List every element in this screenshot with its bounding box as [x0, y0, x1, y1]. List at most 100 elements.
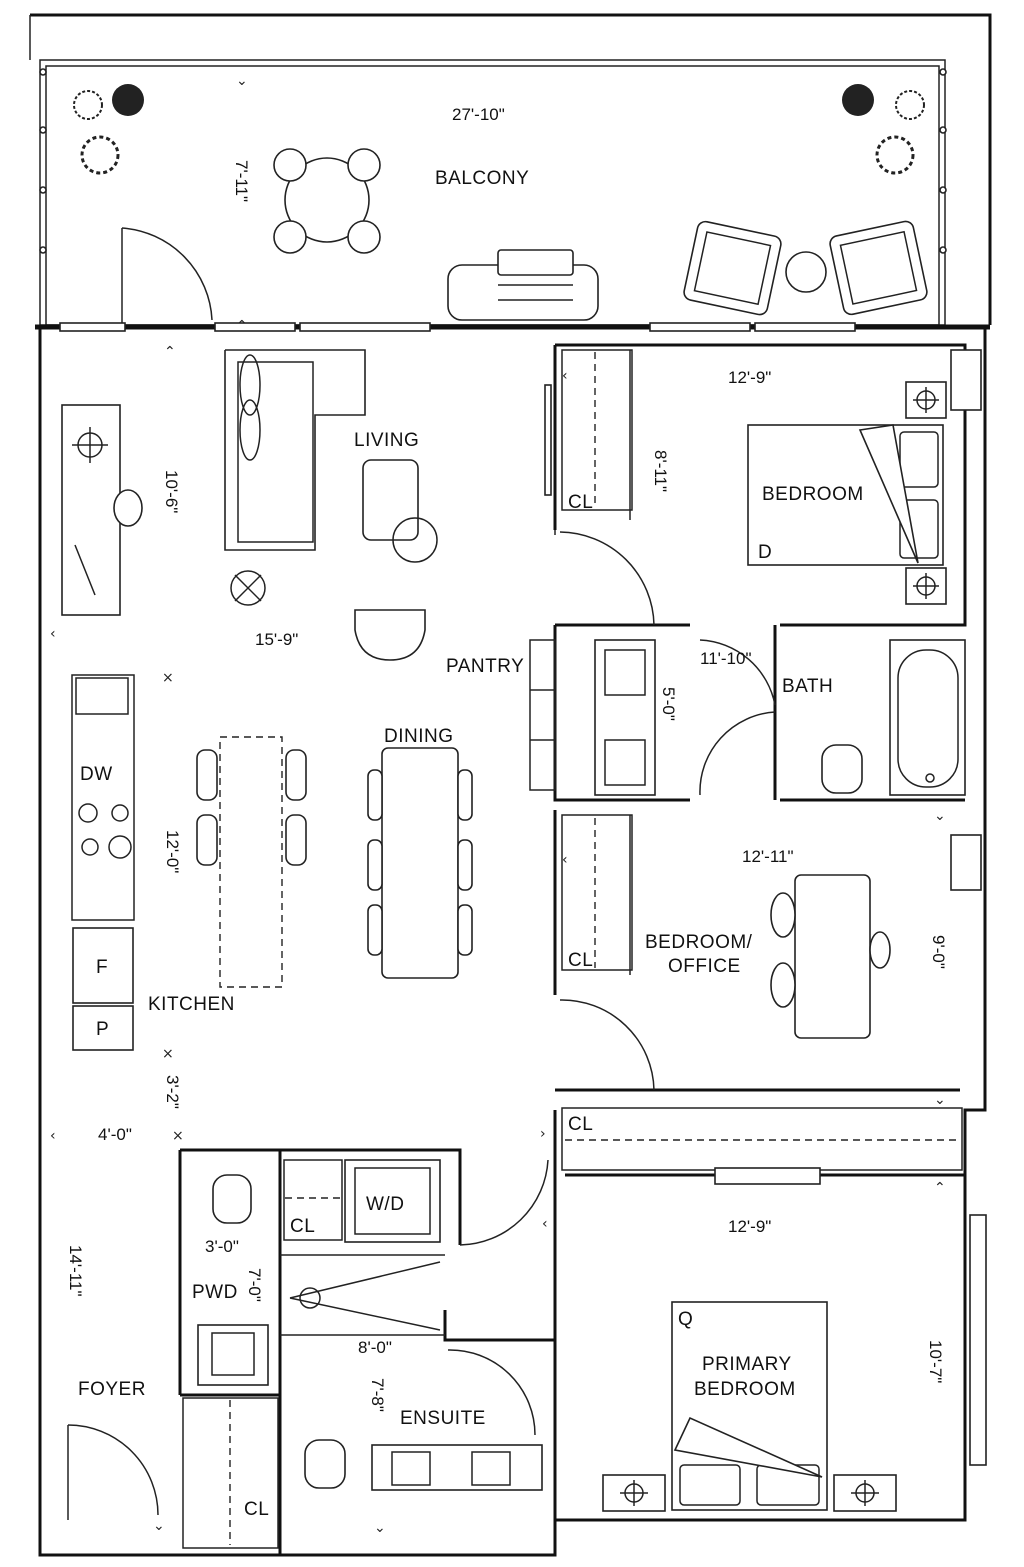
entry-door-icon	[67, 1424, 159, 1520]
nightstand-icon	[905, 381, 947, 419]
nightstand-icon	[905, 567, 947, 605]
bed-icon	[747, 424, 944, 566]
view-markers: ⌄ ⌃ ⌃ ‹ × × × ‹ ‹ ‹ › ‹ ⌄ ⌃ ⌄ ⌄ ⌄	[50, 73, 946, 1536]
exterior-walls	[35, 322, 990, 1557]
svg-text:‹: ‹	[50, 1128, 56, 1144]
label-closet: CL	[290, 1216, 315, 1237]
svg-text:›: ›	[540, 1126, 546, 1142]
coffee-table-icon	[362, 459, 419, 541]
primary-bedroom-area: CL 12'-9" 10'-7" Q PRIMARY BEDROOM	[459, 1107, 963, 1512]
svg-text:⌄: ⌄	[374, 1520, 386, 1536]
balcony-area: 27'-10" BALCONY 7'-11"	[29, 13, 992, 326]
foyer-area: 3'-2" 4'-0" 14'-11" FOYER CL	[66, 1075, 279, 1549]
ceiling-fan-icon	[230, 570, 266, 606]
sofa-icon	[224, 349, 366, 551]
kitchen-island-icon	[196, 736, 307, 988]
toilet-icon	[821, 744, 863, 794]
dim-pwd-depth: 7'-0"	[245, 1268, 264, 1302]
label-closet: CL	[568, 1114, 593, 1135]
plant-icon	[950, 349, 982, 411]
dim-balcony-depth: 7'-11"	[232, 160, 251, 202]
living-area: LIVING 10'-6" 15'-9"	[61, 349, 552, 661]
armchair-icon	[354, 609, 426, 661]
closet-icon	[561, 1107, 963, 1185]
tv-icon	[544, 384, 552, 496]
label-bed-d: D	[758, 542, 772, 563]
plant-icon	[73, 84, 144, 175]
toilet-icon	[304, 1439, 346, 1489]
fridge-icon	[72, 927, 134, 1004]
dim-primary-width: 12'-9"	[728, 1217, 771, 1236]
label-primary-line2: BEDROOM	[694, 1379, 796, 1400]
dim-bath-depth: 5'-0"	[659, 687, 678, 721]
svg-text:⌃: ⌃	[236, 318, 248, 334]
nightstand-icon	[833, 1474, 897, 1512]
svg-text:⌄: ⌄	[236, 73, 248, 89]
dim-primary-depth: 10'-7"	[926, 1340, 945, 1383]
cooktop-icon	[78, 803, 132, 859]
dim-ensuite-width: 8'-0"	[358, 1338, 392, 1357]
dim-ensuite-depth: 7'-8"	[368, 1378, 387, 1412]
dim-bedroom-width: 12'-9"	[728, 368, 771, 387]
dim-living-width: 15'-9"	[255, 630, 298, 649]
bathtub-icon	[889, 639, 966, 796]
label-living: LIVING	[354, 430, 419, 451]
dim-office-depth: 9'-0"	[929, 935, 948, 969]
label-bedroom: BEDROOM	[762, 484, 864, 505]
dim-living-depth: 10'-6"	[162, 470, 181, 513]
plant-icon	[950, 834, 982, 891]
lounge-chair-icon	[829, 220, 928, 316]
svg-text:‹: ‹	[50, 626, 56, 642]
label-office-line1: BEDROOM/	[645, 932, 753, 953]
desk-icon	[770, 874, 891, 1039]
label-washer-dryer: W/D	[366, 1194, 404, 1215]
svg-text:‹: ‹	[542, 1216, 548, 1232]
dim-bedroom-depth: 8'-11"	[651, 450, 670, 492]
dim-foyer-depth: 14'-11"	[66, 1245, 85, 1297]
vanity-icon	[371, 1444, 543, 1491]
balcony-door-icon	[121, 227, 213, 325]
label-kitchen: KITCHEN	[148, 994, 235, 1015]
dim-office-width: 12'-11"	[742, 847, 794, 866]
svg-text:×: ×	[172, 1128, 184, 1144]
label-dishwasher: DW	[80, 764, 113, 785]
label-office-line2: OFFICE	[668, 956, 741, 977]
svg-text:⌄: ⌄	[153, 1518, 165, 1534]
label-closet: CL	[568, 492, 593, 513]
svg-text:‹: ‹	[562, 852, 568, 868]
pantry-cabinet-icon	[72, 1005, 134, 1051]
bbq-grill-icon	[447, 249, 599, 321]
label-bath: BATH	[782, 676, 833, 697]
pantry-area: PANTRY	[446, 639, 556, 791]
closet-icon	[561, 349, 633, 520]
door-swing-icon	[459, 1159, 549, 1246]
shower-icon	[289, 1261, 441, 1331]
label-pantry-cabinet: P	[96, 1019, 109, 1040]
svg-text:⌃: ⌃	[164, 344, 176, 360]
washer-dryer-icon	[344, 1159, 441, 1243]
door-swing-icon	[559, 999, 655, 1091]
side-table-icon	[785, 251, 827, 293]
label-foyer: FOYER	[78, 1379, 146, 1400]
svg-text:⌄: ⌄	[934, 808, 946, 824]
label-closet: CL	[568, 950, 593, 971]
lounge-chair-icon	[683, 220, 782, 316]
closet-icon	[283, 1159, 343, 1241]
powder-room-area: 3'-0" 7'-0" PWD CL W/D	[192, 1159, 441, 1386]
office-area: 12'-11" BEDROOM/ OFFICE 9'-0" CL	[559, 814, 982, 1091]
label-primary-line1: PRIMARY	[702, 1354, 792, 1375]
closet-icon	[182, 1397, 279, 1549]
bath-area: 11'-10" 5'-0" BATH	[594, 639, 966, 796]
toilet-icon	[212, 1174, 252, 1224]
label-bed-q: Q	[678, 1309, 693, 1330]
label-ensuite: ENSUITE	[400, 1408, 486, 1429]
dim-bath-width: 11'-10"	[700, 649, 752, 668]
svg-text:‹: ‹	[562, 368, 568, 384]
dim-hall-width: 4'-0"	[98, 1125, 132, 1144]
label-pwd: PWD	[192, 1282, 238, 1303]
nightstand-icon	[602, 1474, 666, 1512]
svg-text:⌄: ⌄	[934, 1092, 946, 1108]
plant-icon	[842, 84, 925, 175]
ensuite-area: 8'-0" 7'-8" ENSUITE	[289, 1261, 543, 1491]
